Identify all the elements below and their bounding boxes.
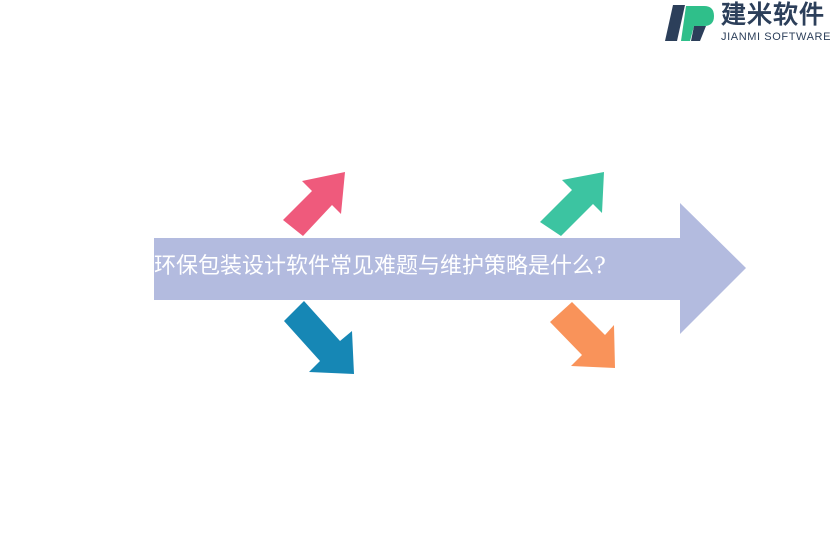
main-arrow <box>154 203 746 334</box>
brand-name-en: JIANMI SOFTWARE <box>721 31 832 43</box>
arrow-down-right <box>550 302 615 368</box>
arrow-up-right <box>540 172 604 236</box>
diagram-title: 环保包装设计软件常见难题与维护策略是什么? <box>154 254 606 279</box>
arrow-up-left <box>283 172 345 236</box>
brand-name-cn: 建米软件 <box>721 0 826 29</box>
brand-logo: 建米软件 JIANMI SOFTWARE <box>664 0 840 48</box>
arrow-down-left <box>284 301 354 374</box>
jianmi-logo-icon <box>665 5 714 41</box>
